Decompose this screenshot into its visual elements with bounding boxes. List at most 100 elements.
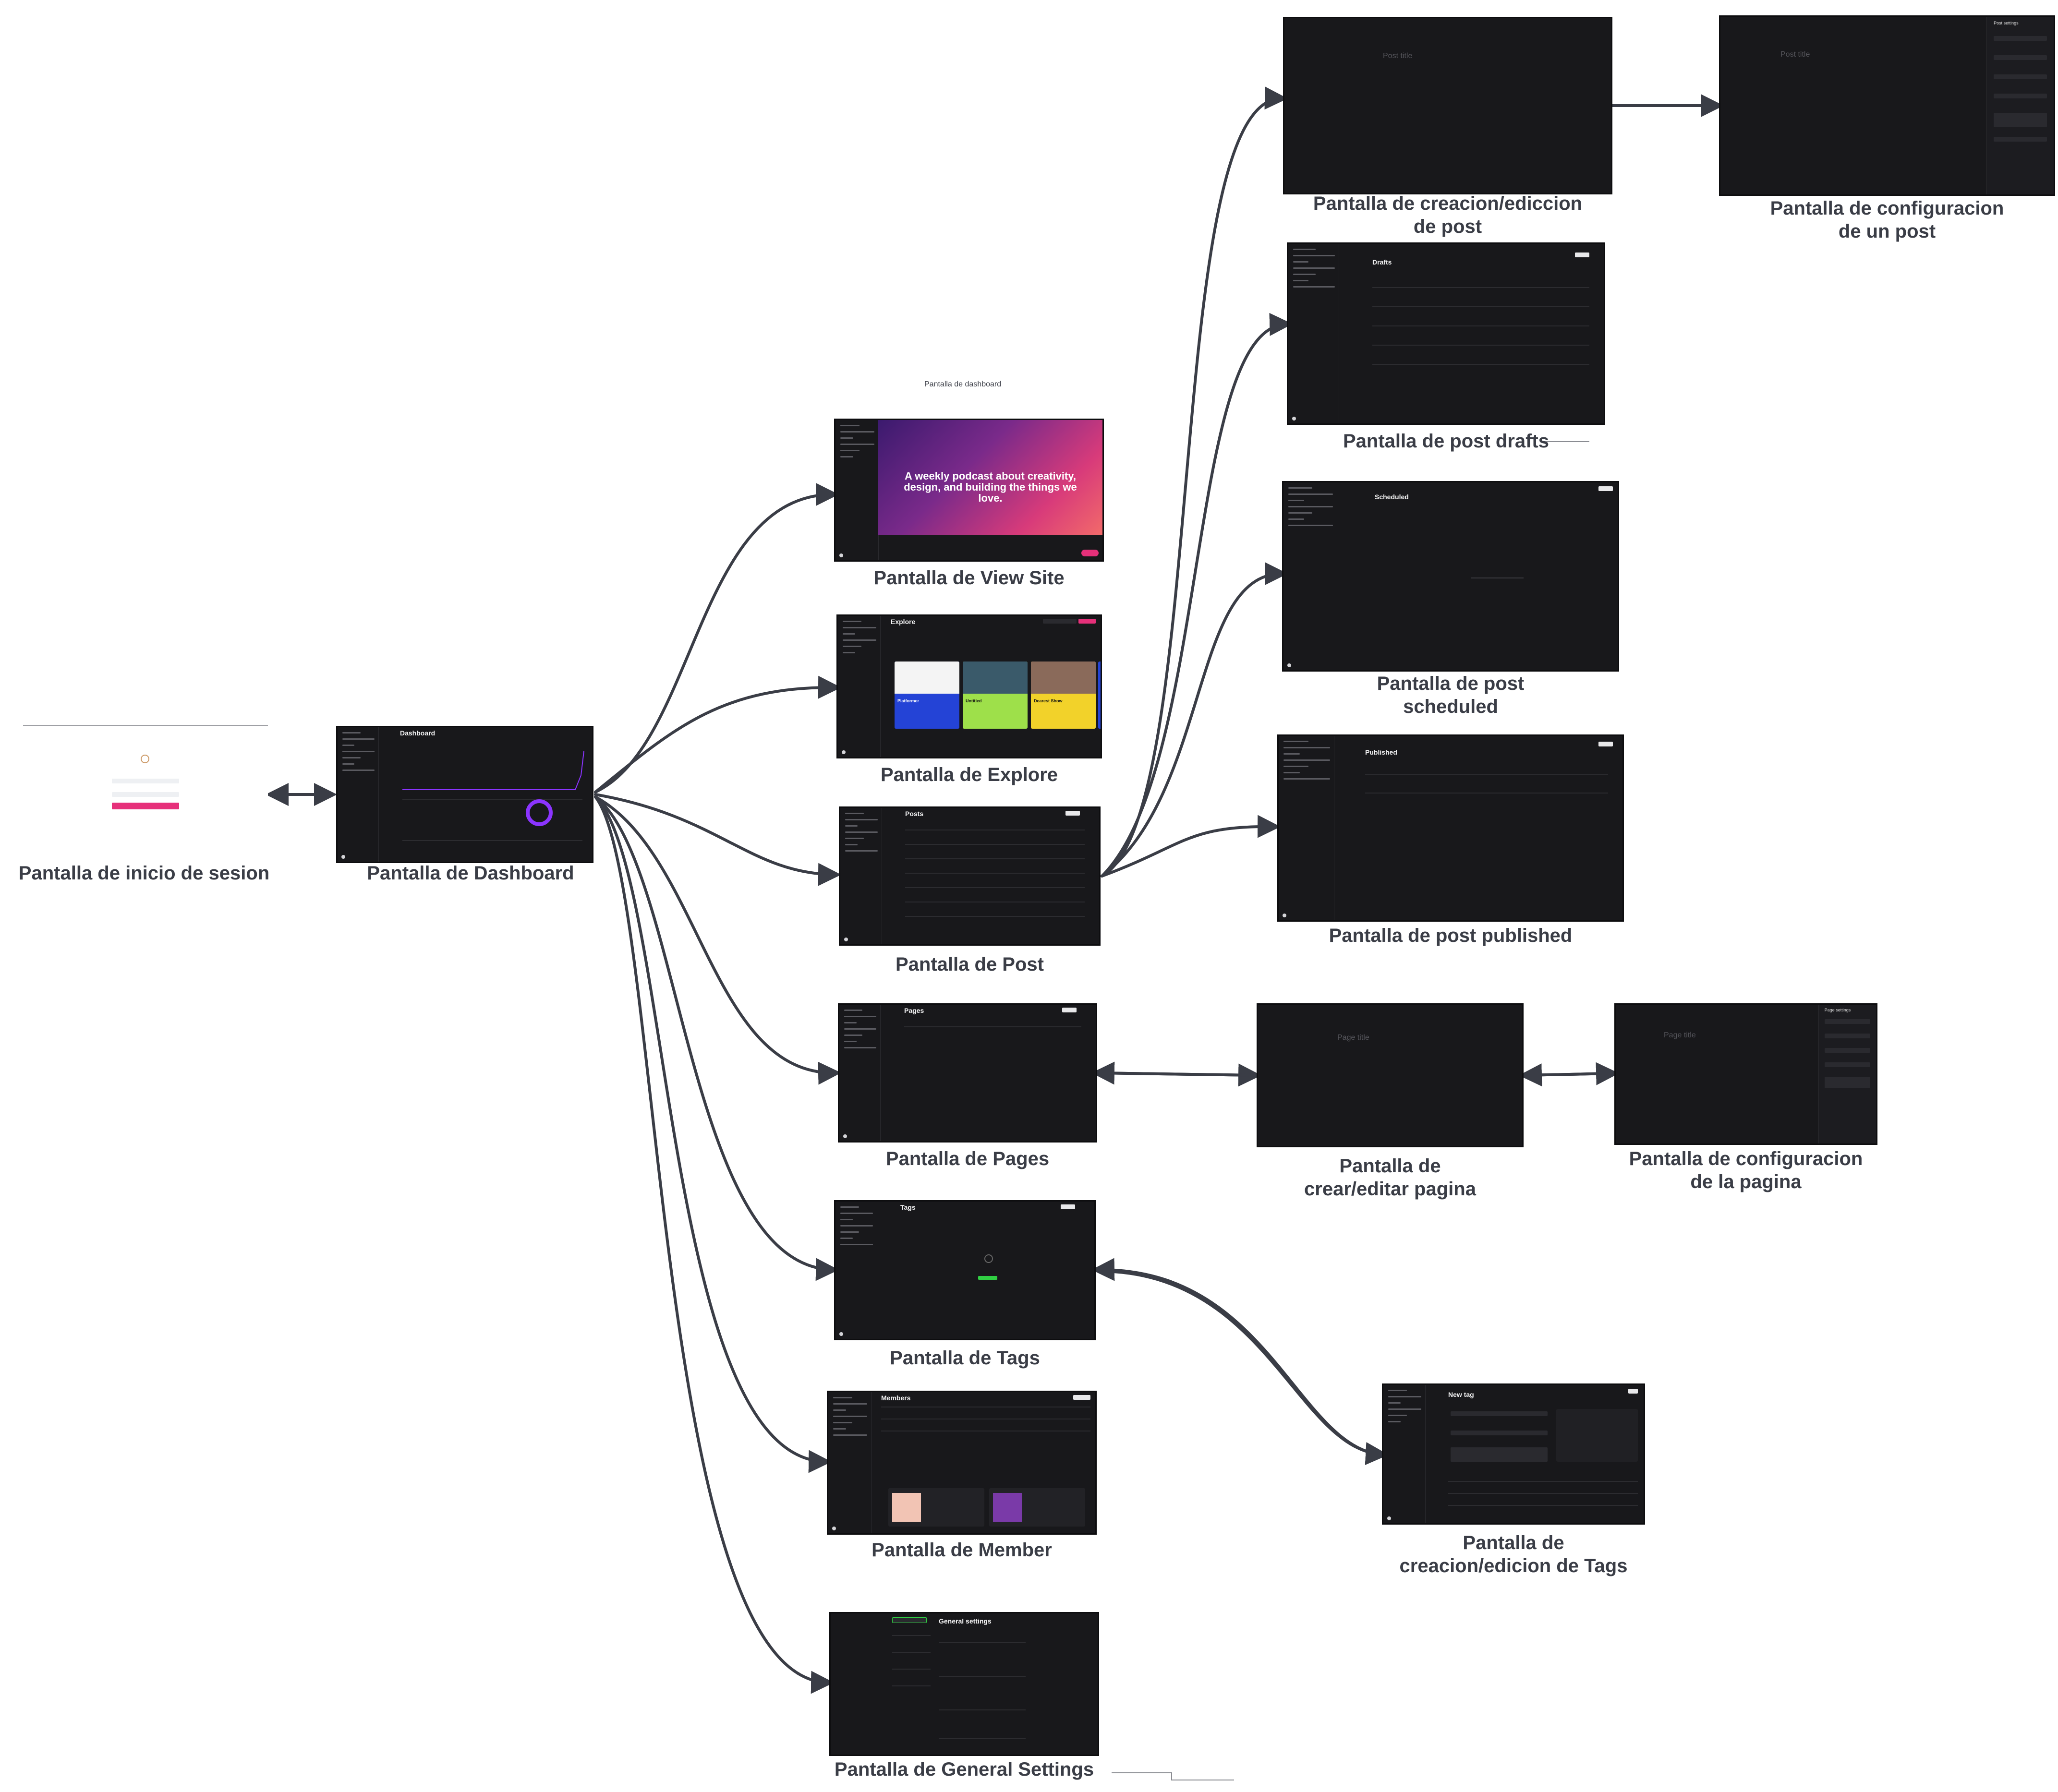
dashboard-title: Dashboard <box>400 729 436 737</box>
site-hero: A weekly podcast about creativity, desig… <box>878 420 1102 535</box>
screen-post-scheduled[interactable]: Scheduled <box>1282 481 1619 672</box>
new-post-button[interactable] <box>1598 742 1613 746</box>
password-field[interactable] <box>112 792 179 797</box>
screen-tags[interactable]: Tags <box>834 1200 1096 1340</box>
edge-pageconfig-pageedit <box>1519 1063 1615 1087</box>
post-title-placeholder[interactable]: Post title <box>1383 52 1413 60</box>
caption-explore: Pantalla de Explore <box>880 764 1058 785</box>
connect-button[interactable] <box>1078 619 1096 624</box>
screen-post-config[interactable]: Post title Post settings <box>1719 15 2055 196</box>
screen-pages[interactable]: Pages <box>838 1003 1097 1143</box>
screen-post-edit[interactable]: Post title <box>1283 17 1612 194</box>
explore-card[interactable]: Platformer <box>895 661 959 729</box>
screen-dashboard[interactable]: Dashboard <box>336 726 593 863</box>
caption-general-settings: Pantalla de General Settings <box>834 1759 1094 1780</box>
scheduled-title: Scheduled <box>1375 493 1409 501</box>
edge-dashboard-tags <box>594 795 839 1281</box>
edge-post-drafts <box>1101 313 1293 878</box>
post-settings-panel: Post settings <box>1986 17 2054 194</box>
email-field[interactable] <box>112 779 179 783</box>
sidebar <box>828 1392 872 1533</box>
screen-explore[interactable]: Explore Platformer Untitled Dearest Show <box>836 614 1102 758</box>
post-title-placeholder[interactable]: Post title <box>1780 50 1810 59</box>
edge-dashboard-settings <box>594 795 834 1694</box>
screen-post-published[interactable]: Published <box>1277 734 1624 922</box>
edge-dashboard-explore <box>594 675 841 794</box>
dashboard-graph <box>402 751 584 790</box>
note-dashboard: Pantalla de dashboard <box>924 380 1002 388</box>
caption-post-published: Pantalla de post published <box>1329 925 1573 946</box>
caption-post-scheduled: Pantalla de post scheduled <box>1377 673 1525 717</box>
stub-line-settings <box>1112 1772 1234 1780</box>
sidebar <box>1283 482 1338 670</box>
caption-page-config: Pantalla de configuracion de la pagina <box>1629 1148 1863 1192</box>
new-page-button[interactable] <box>1062 1008 1077 1012</box>
save-tag-button[interactable] <box>1628 1389 1638 1394</box>
sidebar <box>1279 736 1334 920</box>
screen-login[interactable] <box>23 726 268 851</box>
new-post-button[interactable] <box>1065 811 1080 816</box>
sidebar <box>839 1005 881 1141</box>
caption-dashboard: Pantalla de Dashboard <box>367 863 574 884</box>
pages-title: Pages <box>904 1007 924 1014</box>
create-tag-button[interactable] <box>978 1276 997 1280</box>
screen-post-drafts[interactable]: Drafts <box>1287 242 1605 425</box>
caption-tags: Pantalla de Tags <box>890 1347 1040 1369</box>
tag-icon <box>984 1254 993 1263</box>
edge-post-published <box>1101 815 1281 878</box>
subscribe-button[interactable] <box>1081 550 1099 556</box>
caption-member: Pantalla de Member <box>872 1539 1052 1561</box>
sidebar <box>835 1202 878 1339</box>
tags-title: Tags <box>900 1203 916 1211</box>
sidebar <box>840 808 883 944</box>
sidebar <box>1383 1385 1426 1523</box>
caption-post-drafts: Pantalla de post drafts <box>1343 431 1549 452</box>
edge-tagedit-tags <box>1098 1270 1389 1465</box>
screen-page-config[interactable]: Page title Page settings <box>1614 1003 1877 1145</box>
caption-post-config: Pantalla de configuracion de un post <box>1770 198 2004 242</box>
screen-view-site[interactable]: A weekly podcast about creativity, desig… <box>834 419 1104 562</box>
drafts-title: Drafts <box>1372 258 1392 266</box>
sidebar <box>835 420 879 560</box>
edge-post-scheduled <box>1101 562 1288 878</box>
edge-pageedit-pages <box>1091 1061 1257 1085</box>
explore-card[interactable]: Dearest Show <box>1031 661 1096 729</box>
explore-card[interactable]: Untitled <box>963 661 1028 729</box>
new-member-button[interactable] <box>1073 1395 1090 1400</box>
signin-button[interactable] <box>112 803 179 809</box>
posts-title: Posts <box>905 810 924 818</box>
search-settings-input[interactable] <box>892 1617 927 1623</box>
page-title-placeholder[interactable]: Page title <box>1337 1034 1369 1042</box>
members-title: Members <box>881 1394 911 1402</box>
page-settings-panel: Page settings <box>1818 1005 1876 1143</box>
caption-post: Pantalla de Post <box>896 954 1044 975</box>
published-title: Published <box>1365 748 1397 756</box>
caption-post-edit: Pantalla de creacion/ediccion de post <box>1313 193 1583 237</box>
sidebar <box>1288 244 1340 423</box>
new-post-button[interactable] <box>1575 253 1589 257</box>
edge-dashboard-post <box>594 793 841 886</box>
settings-title: General settings <box>939 1617 992 1625</box>
edge-dashboard-viewsite <box>594 483 839 794</box>
search-input[interactable] <box>1043 619 1077 624</box>
logo-icon <box>141 755 149 763</box>
edge-dashboard-pages <box>594 795 841 1085</box>
new-tag-button[interactable] <box>1061 1204 1075 1209</box>
screen-general-settings[interactable]: General settings <box>829 1612 1099 1756</box>
caption-page-edit: Pantalla de crear/editar pagina <box>1304 1155 1476 1200</box>
caption-login: Pantalla de inicio de sesion <box>18 863 270 884</box>
new-post-button[interactable] <box>1598 486 1613 491</box>
explore-title: Explore <box>891 618 916 625</box>
screen-page-edit[interactable]: Page title <box>1257 1003 1524 1147</box>
caption-pages: Pantalla de Pages <box>885 1148 1050 1169</box>
caption-view-site: Pantalla de View Site <box>873 567 1065 589</box>
page-title-placeholder[interactable]: Page title <box>1664 1031 1696 1039</box>
hero-headline: A weekly podcast about creativity, desig… <box>904 470 1077 505</box>
screen-post[interactable]: Posts <box>839 806 1101 946</box>
screen-member[interactable]: Members <box>827 1391 1097 1535</box>
edge-post-edit <box>1101 86 1288 878</box>
screen-tag-edit[interactable]: New tag <box>1382 1383 1645 1525</box>
edge-tags-tagedit <box>1091 1258 1382 1456</box>
new-tag-title: New tag <box>1448 1391 1474 1398</box>
